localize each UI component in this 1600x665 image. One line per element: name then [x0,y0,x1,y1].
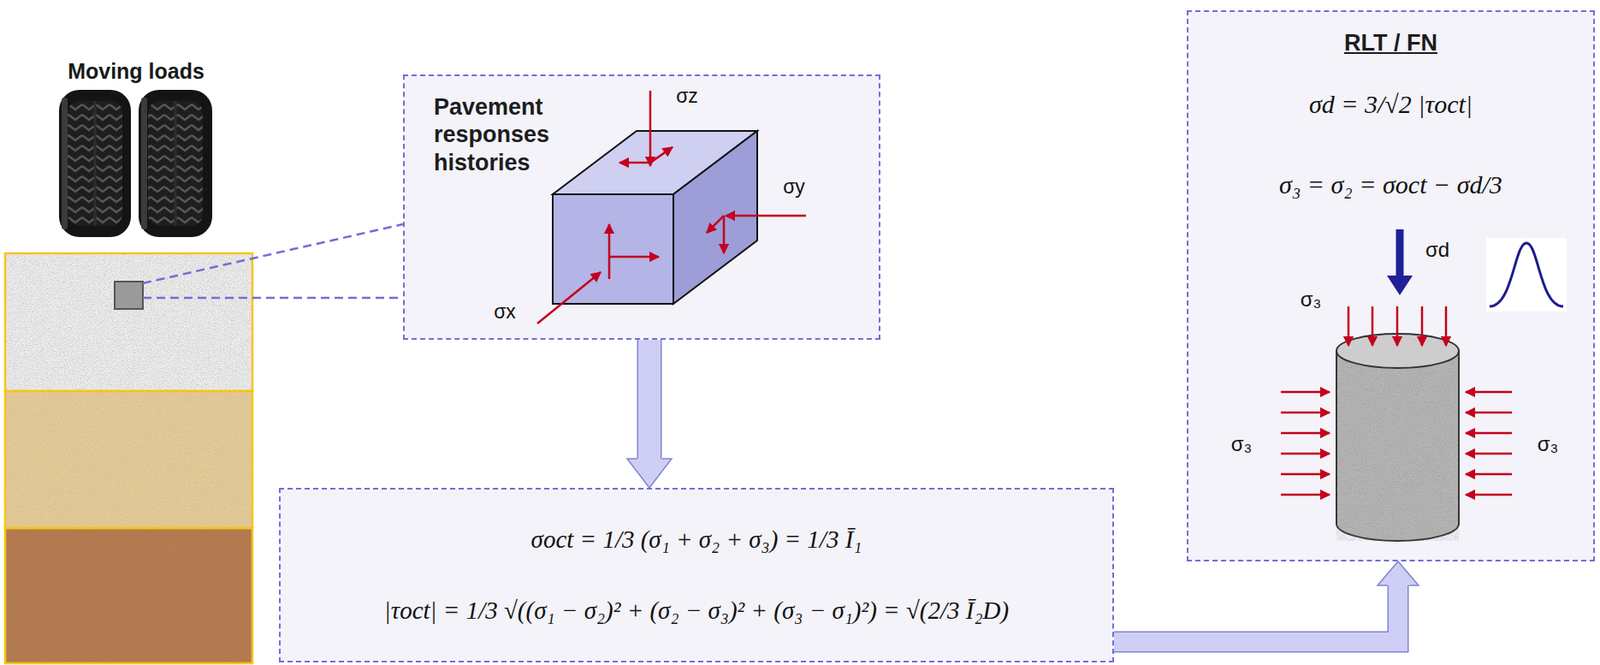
base-texture [5,391,253,528]
stress-cube [537,90,806,324]
stress-arrow [650,147,673,163]
stress-arrow [619,161,651,165]
arrow-head-outline [1377,561,1419,586]
pressure-arrow [1465,493,1512,497]
stress-arrows [537,90,806,324]
arrow-head [1377,561,1419,586]
pressure-arrow [1280,493,1330,497]
stress-arrow [722,215,726,254]
flow-arrow [1114,561,1419,642]
stress-arrow [725,214,806,218]
stress-symbol: σ₃ [1300,287,1322,312]
pressure-arrow [1421,306,1424,346]
box-fill [1187,11,1595,561]
box-fill-layer [279,11,1595,662]
stress-symbol: σy [782,175,806,198]
stress-symbol: σ₃ [1537,432,1559,457]
stress-symbol: σx [493,300,516,323]
leader-line [142,296,403,300]
specimen-texture [1336,350,1459,541]
pressure-arrow [1465,411,1512,415]
surface-texture [5,253,253,392]
octahedral-shear-formula: |τoct| = 1/3 √((σ₁ − σ₂)² + (σ₂ − σ₃)² +… [384,595,1009,626]
pressure-arrow [1280,411,1330,415]
arrow-shaft [638,339,661,460]
tire-groove [174,100,178,226]
test-title: RLT / FN [1344,29,1438,57]
layer-border [5,253,253,392]
box-heading: Pavement responses histories [433,93,580,177]
arrow-head [627,458,672,488]
test-box: RLT / FN σd = 3/√2 |τoct| σ₃ = σ₂ = σoct −… [1186,10,1595,562]
pulse-frame [1486,237,1567,312]
tire-shine [61,97,68,230]
tire-pair [59,89,213,238]
surface-layer [5,253,253,392]
base-layer [5,391,253,528]
formula-box: σoct = 1/3 (σ₁ + σ₂ + σ₃) = 1/3 Ī₁ |τoct|… [278,487,1115,663]
pavement-layers [5,253,253,664]
stress-symbol: σz [675,84,699,107]
pressure-arrow [1465,391,1512,394]
octahedral-normal-formula: σoct = 1/3 (σ₁ + σ₂ + σ₃) = 1/3 Ī₁ [531,524,863,555]
pressure-arrow [1465,432,1512,435]
deviator-formula: σd = 3/√2 |τoct| [1309,88,1473,120]
deviator-arrow-shaft [1396,229,1405,279]
load-pulse [1489,242,1564,307]
subgrade-texture [5,527,253,664]
stress-arrow [537,272,601,324]
pressure-arrow [1465,452,1512,456]
pressure-arrow [1465,473,1512,476]
box-fill [403,75,880,339]
stress-arrow [706,215,724,233]
arrow-head-outline [627,458,672,488]
layer-border [5,527,253,664]
stress-symbol: σ₃ [1231,432,1253,457]
tire-groove [94,100,97,226]
arrow-outline [1114,584,1399,642]
subgrade-layer [5,527,253,664]
tire [59,89,131,238]
load-label: Moving loads [67,59,205,84]
stress-arrow [649,90,652,166]
pressure-arrows [1280,306,1512,495]
deviator-arrow-head [1386,275,1413,296]
flow-arrow [627,339,672,488]
pressure-arrow [1280,473,1330,476]
stress-symbol: σd [1425,237,1450,262]
cube-side [673,130,758,304]
pressure-arrow [1396,306,1399,346]
pressure-arrow [1347,306,1351,346]
arrow-shaft [1114,584,1399,642]
pressure-arrow [1445,306,1448,346]
arrow-outline [637,339,663,460]
tire-tread [148,100,203,226]
specimen-body [1336,350,1459,541]
stress-arrow [608,224,611,279]
response-box: Pavement responses histories [402,74,881,340]
pressure-arrow [1280,391,1330,394]
pressure-arrow [1280,452,1330,456]
pressure-arrow [1371,306,1375,346]
stress-arrow [609,255,659,259]
tire [138,89,213,238]
element-marker [114,281,143,309]
confining-formula: σ₃ = σ₂ = σoct − σd/3 [1279,169,1503,201]
tire-tread [67,100,123,226]
layer-border [5,391,253,528]
box-fill [279,488,1114,662]
pressure-arrow [1280,432,1330,435]
tire-shine [141,97,148,230]
cube-front [552,194,674,304]
triaxial-specimen [1280,229,1567,541]
zoom-leader [142,224,403,298]
leader-line [142,224,403,284]
